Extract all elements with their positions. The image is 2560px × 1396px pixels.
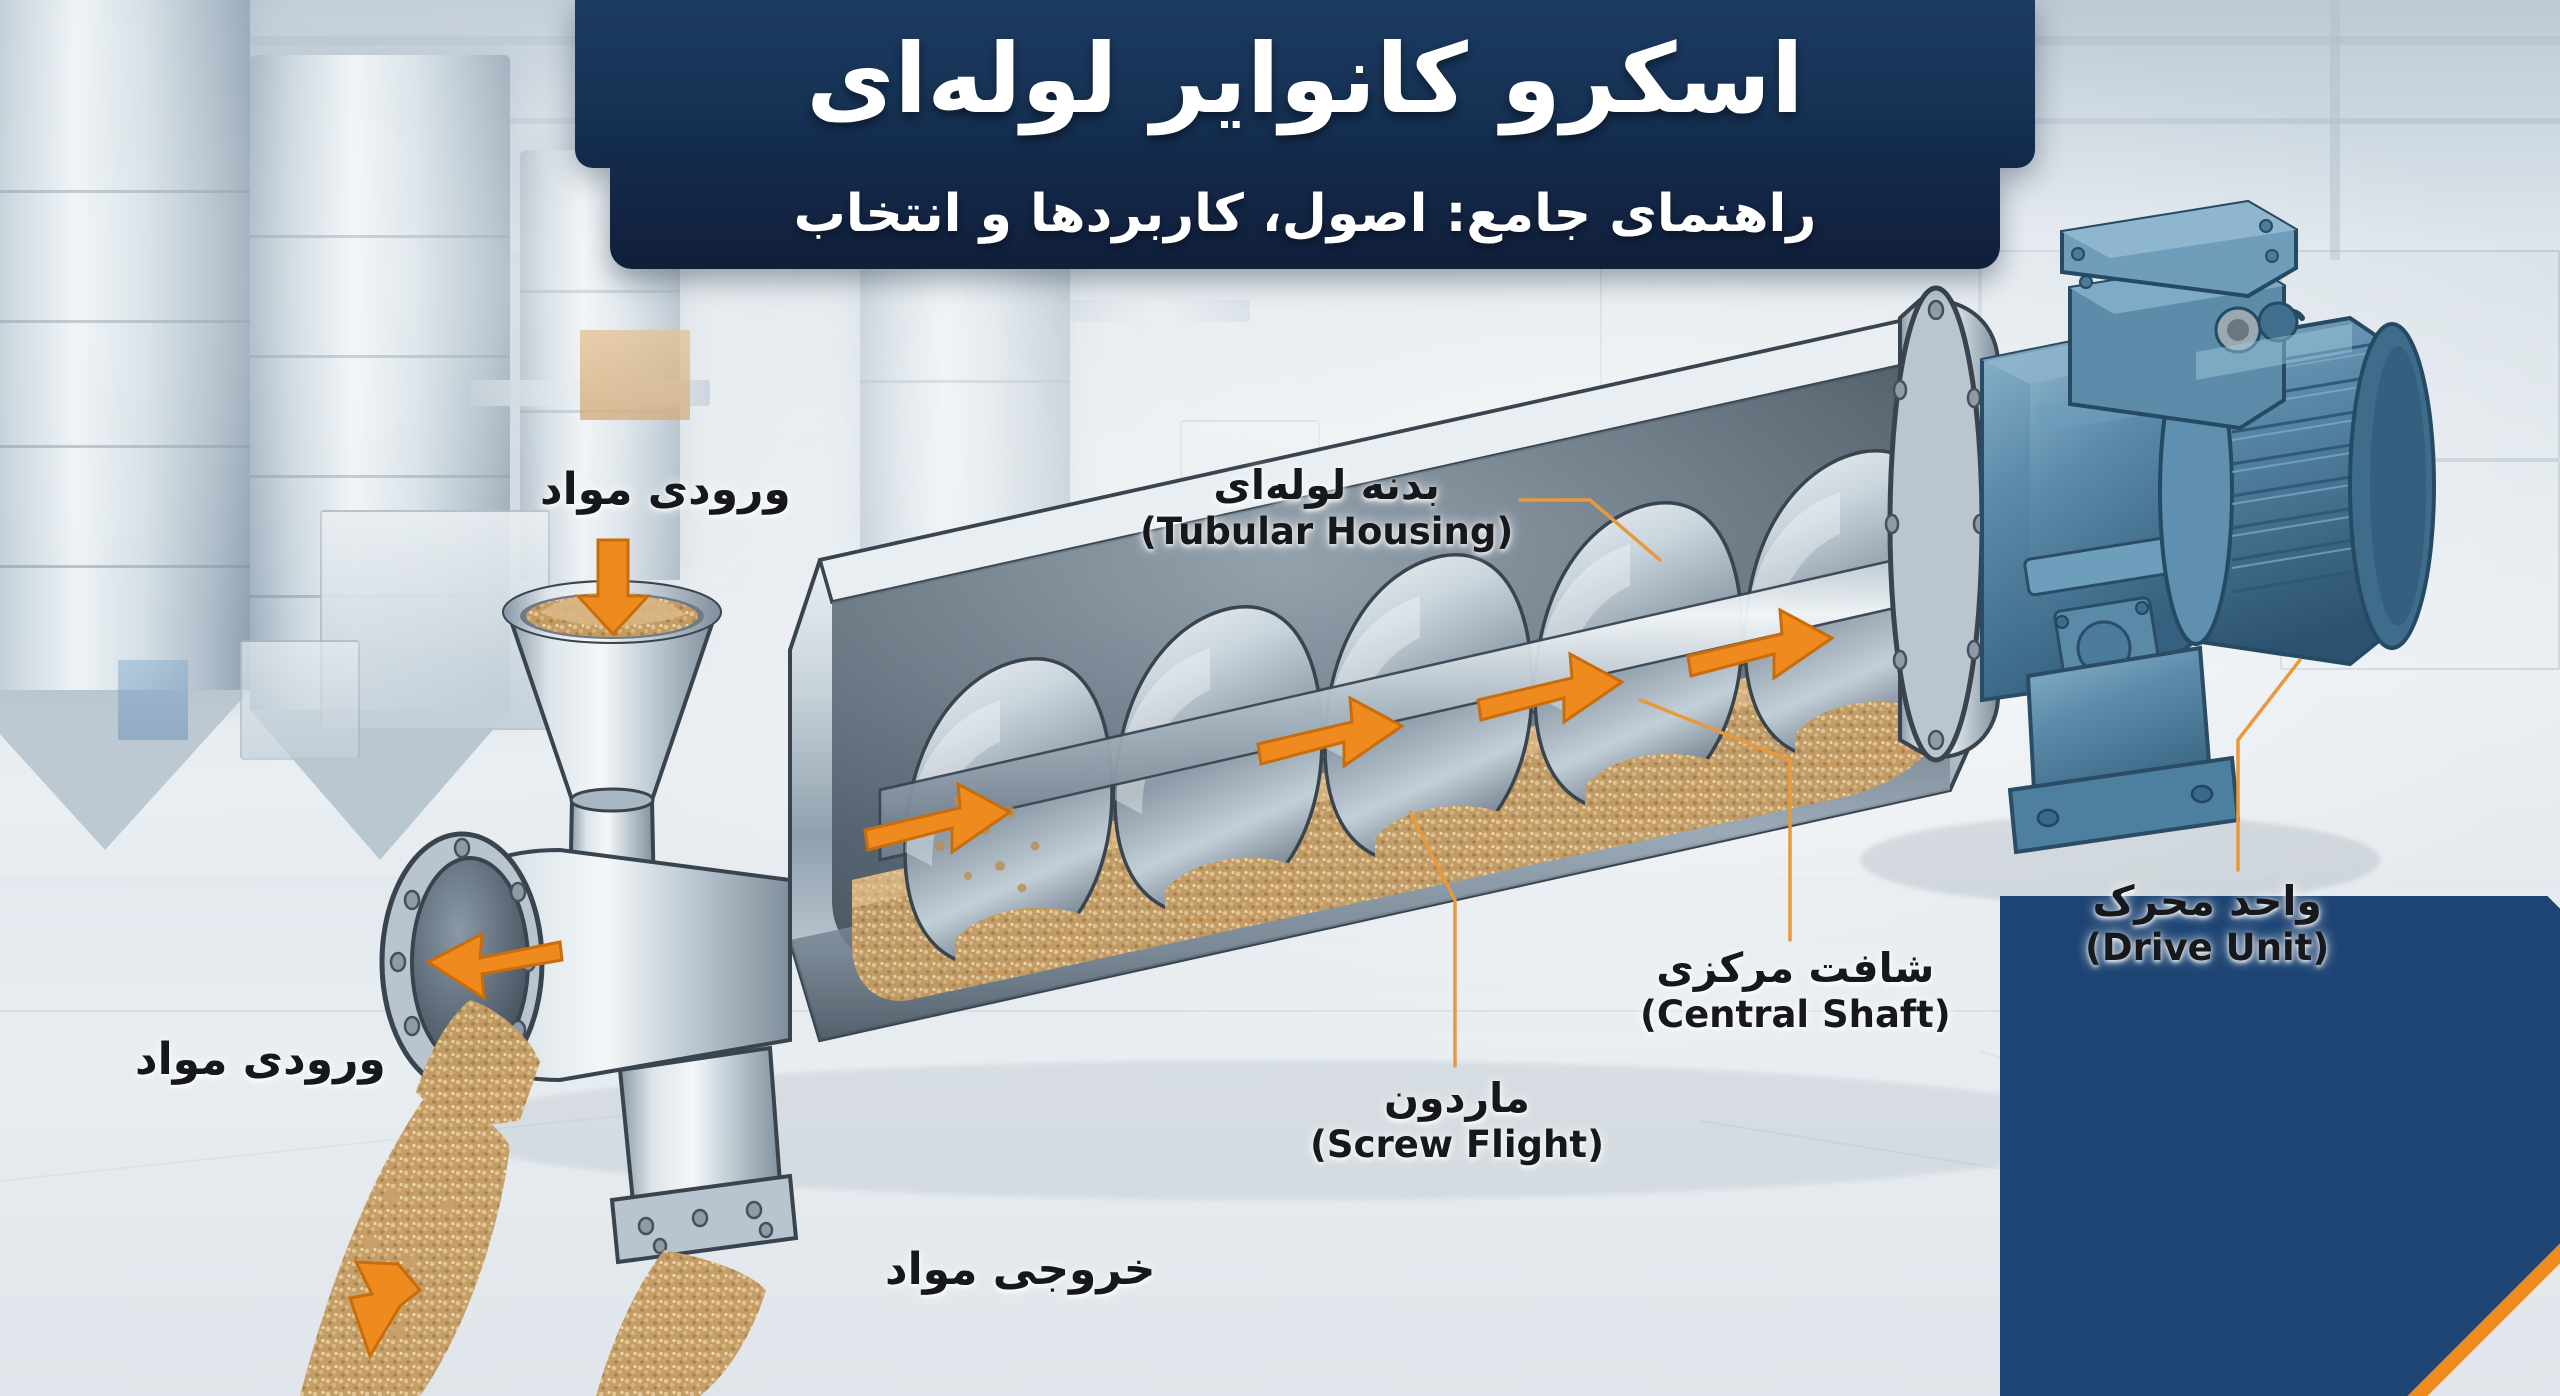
callout-central-shaft: شافت مرکزی (Central Shaft)	[1640, 944, 1951, 1036]
title-banner: اسکرو کانوایر لوله‌ای	[575, 0, 2035, 168]
conveying-arrow-2	[1256, 695, 1405, 769]
leader-screw-flight	[1408, 810, 1457, 1068]
drive-unit-motor	[2060, 199, 2436, 667]
callout-leader-lines	[1408, 498, 2302, 1068]
discharging-material	[300, 1000, 766, 1396]
title-block: اسکرو کانوایر لوله‌ای راهنمای جامع: اصول…	[575, 0, 2035, 269]
subtitle-banner: راهنمای جامع: اصول، کاربردها و انتخاب	[610, 167, 2000, 269]
callout-drive-unit: واحد محرک (Drive Unit)	[2085, 877, 2330, 969]
material-between-flights	[955, 701, 1932, 977]
leader-central-shaft	[1638, 698, 1792, 942]
page-title: اسکرو کانوایر لوله‌ای	[806, 23, 1804, 135]
conveying-arrow-4	[1686, 607, 1835, 681]
outlet-arrow-down	[348, 1260, 423, 1360]
callout-material-inlet-top: ورودی مواد	[540, 464, 791, 515]
spout-flange-bolts	[637, 1200, 774, 1255]
callout-material-outlet: خروجی مواد	[885, 1244, 1156, 1295]
conveying-arrow-1	[863, 781, 1013, 855]
hopper-down-arrow	[574, 538, 652, 637]
callout-tubular-housing: بدنه لوله‌ای (Tubular Housing)	[1140, 461, 1514, 553]
page-subtitle: راهنمای جامع: اصول، کاربردها و انتخاب	[793, 183, 1817, 244]
leader-drive-unit	[2236, 658, 2302, 872]
callout-screw-flight: ماردون (Screw Flight)	[1310, 1074, 1604, 1166]
conveying-arrow-3	[1476, 651, 1625, 725]
inlet-arrow-left	[425, 931, 564, 1001]
callout-material-inlet-left: ورودی مواد	[135, 1034, 386, 1085]
leader-tubular-housing	[1518, 498, 1662, 562]
